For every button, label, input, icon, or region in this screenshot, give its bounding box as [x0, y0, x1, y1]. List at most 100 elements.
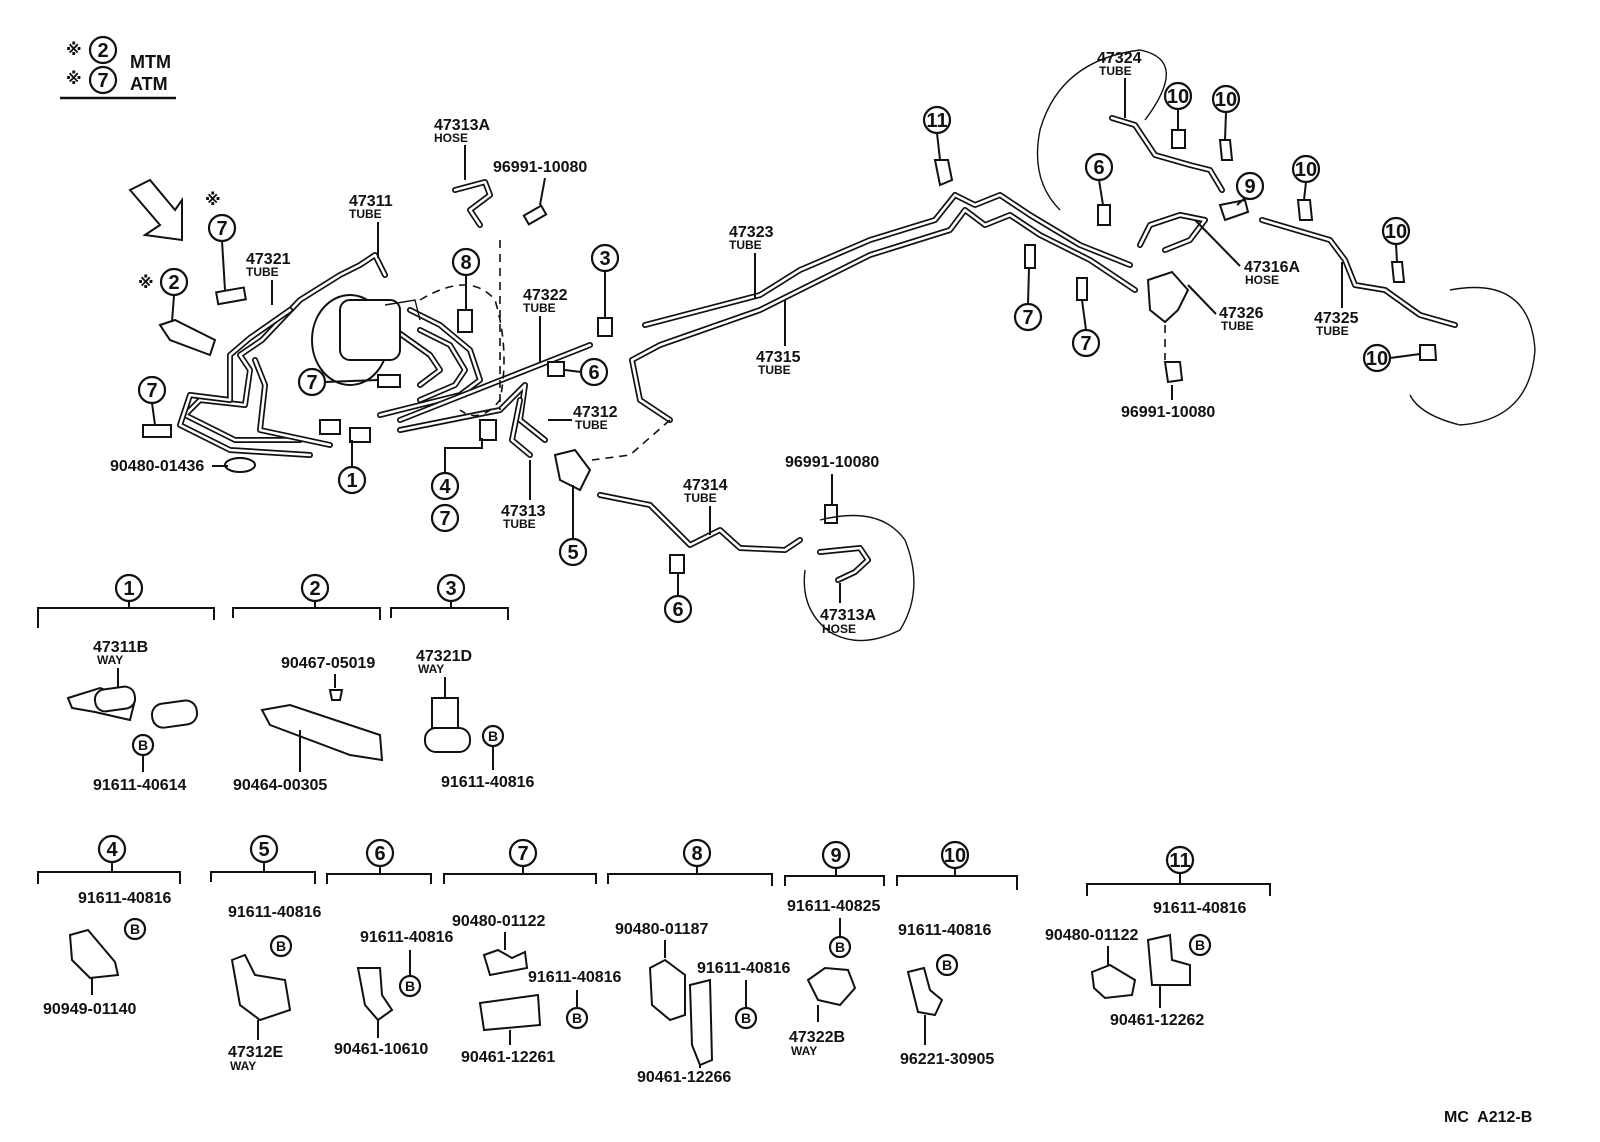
grommet-90480-01187-shape [648, 958, 686, 1022]
group-8-bolt-code: 91611-40816 [697, 960, 791, 977]
joint-bracket-2 [158, 318, 217, 357]
group-9-way-type: WAY [791, 1044, 817, 1058]
grommet-90480-01122-shape [482, 948, 529, 977]
group-5: 5 91611-40816 B 47312E WAY [210, 834, 322, 1073]
group-11-bolt-icon: B [1195, 937, 1205, 953]
group-3-num: 3 [445, 578, 456, 600]
group-4-clamp-code: 90949-01140 [43, 1001, 137, 1018]
way-47312E-shape [230, 953, 292, 1022]
label-47326: 47326 [1219, 305, 1264, 322]
callout-6: 6 [672, 599, 683, 621]
label-96991-right: 96991-10080 [1121, 404, 1215, 421]
group-4-bolt-code: 91611-40816 [78, 890, 172, 907]
group-5-bolt-code: 91611-40816 [228, 904, 322, 921]
label-47315-type: TUBE [758, 363, 791, 377]
group-11-num: 11 [1169, 850, 1190, 872]
group-11-bolt-code: 91611-40816 [1153, 900, 1247, 917]
label-47311-type: TUBE [349, 207, 382, 221]
group-9: 9 91611-40825 B 47322B WAY [784, 840, 885, 1058]
group-10-clamp-code: 96221-30905 [900, 1051, 994, 1068]
callout-7: 7 [439, 508, 450, 530]
legend-num-1: 2 [97, 40, 108, 62]
label-47312: 47312 [573, 404, 618, 421]
group-7-num: 7 [517, 843, 528, 865]
pipe-network [177, 115, 1458, 583]
group-3-way-code: 47321D [416, 648, 472, 665]
front-arrow-icon [128, 178, 183, 242]
group-2-num: 2 [309, 578, 320, 600]
callout-7: 7 [306, 372, 317, 394]
way-5-bracket [553, 448, 592, 492]
label-47314-type: TUBE [684, 491, 717, 505]
group-6-bolt-icon: B [405, 978, 415, 994]
label-47323-type: TUBE [729, 238, 762, 252]
group-5-way-type: WAY [230, 1059, 256, 1073]
proportioning-valve [1146, 270, 1190, 324]
group-5-bolt-icon: B [276, 938, 286, 954]
group-1-bolt-icon: B [138, 737, 148, 753]
group-9-bolt-icon: B [835, 939, 845, 955]
legend-mark-2: ※ [66, 69, 82, 88]
legend-mark-1: ※ [66, 40, 82, 59]
callout-10: 10 [1385, 221, 1407, 243]
label-96991-top: 96991-10080 [493, 159, 587, 176]
group-6: 6 91611-40816 B 90461-10610 [326, 838, 454, 1058]
bracket-90464-shape [260, 703, 384, 762]
group-6-clamp-code: 90461-10610 [334, 1041, 428, 1058]
legend-label-mtm: MTM [130, 52, 171, 72]
label-90480-01436: 90480-01436 [110, 458, 204, 475]
star-mark-mtm: ※ [138, 273, 154, 292]
part-labels: 47313A HOSE 96991-10080 47311 TUBE 4 7 3 2 1… [110, 50, 1359, 636]
legend-num-2: 7 [97, 70, 108, 92]
group-1-num: 1 [123, 578, 134, 600]
label-96991-mid: 96991-10080 [785, 454, 879, 471]
label-47313A-bottom-type: HOSE [822, 622, 856, 636]
group-7: 7 90480-01122 91611-40816 B 90461-12261 [443, 838, 622, 1066]
group-11: 11 91611-40816 B 90480-01122 90461-12262 [1045, 845, 1271, 1029]
clamp-90461-12262-shape [1146, 933, 1191, 986]
group-9-num: 9 [830, 845, 841, 867]
label-47313-type: TUBE [503, 517, 536, 531]
label-47313: 47313 [501, 503, 546, 520]
group-2: 2 90467-05019 90464-00305 [232, 573, 384, 794]
clamp-90461-12266-shape [688, 978, 714, 1067]
group-4-bolt-icon: B [130, 921, 140, 937]
group-7-bolt-code: 91611-40816 [528, 969, 622, 986]
label-47312-type: TUBE [575, 418, 608, 432]
label-47313A-bottom: 47313A [820, 607, 876, 624]
group-5-way-code: 47312E [228, 1044, 283, 1061]
group-9-bolt-code: 91611-40825 [787, 898, 881, 915]
group-4-num: 4 [106, 839, 118, 861]
callout-10: 10 [1295, 159, 1317, 181]
group-8-num: 8 [691, 843, 702, 865]
way-47322B-shape [806, 966, 857, 1007]
group-10-bolt-icon: B [942, 957, 952, 973]
clamp-90461-12261-shape [478, 993, 542, 1032]
label-47325: 47325 [1314, 310, 1359, 327]
label-47315: 47315 [756, 349, 801, 366]
callout-4: 4 [439, 476, 451, 498]
callout-6: 6 [1093, 157, 1104, 179]
label-47321-type: TUBE [246, 265, 279, 279]
group-10: 10 91611-40816 B 96221-30905 [896, 840, 1018, 1068]
callout-2: 2 [168, 272, 179, 294]
group-8-grommet-code: 90480-01187 [615, 921, 709, 938]
group-8: 8 90480-01187 91611-40816 B 90461-12266 [607, 838, 791, 1086]
group-7-bolt-icon: B [572, 1010, 582, 1026]
group-8-bolt-icon: B [741, 1010, 751, 1026]
group-6-bolt-code: 91611-40816 [360, 929, 454, 946]
callout-7: 7 [1022, 307, 1033, 329]
callout-11: 11 [926, 110, 947, 132]
callout-3: 3 [599, 248, 610, 270]
legend-label-atm: ATM [130, 74, 168, 94]
label-47316A-type: HOSE [1245, 273, 1279, 287]
callout-6: 6 [588, 362, 599, 384]
callout-10: 10 [1167, 86, 1189, 108]
label-47313A-top: 47313A [434, 117, 490, 134]
group-11-grommet-code: 90480-01122 [1045, 927, 1139, 944]
group-1-way-code: 47311B [93, 639, 148, 656]
group-2-bracket-code: 90464-00305 [233, 777, 327, 794]
group-7-grommet-code: 90480-01122 [452, 913, 546, 930]
label-47311: 47311 [349, 193, 393, 210]
clamp-90461-10610-shape [356, 967, 394, 1022]
